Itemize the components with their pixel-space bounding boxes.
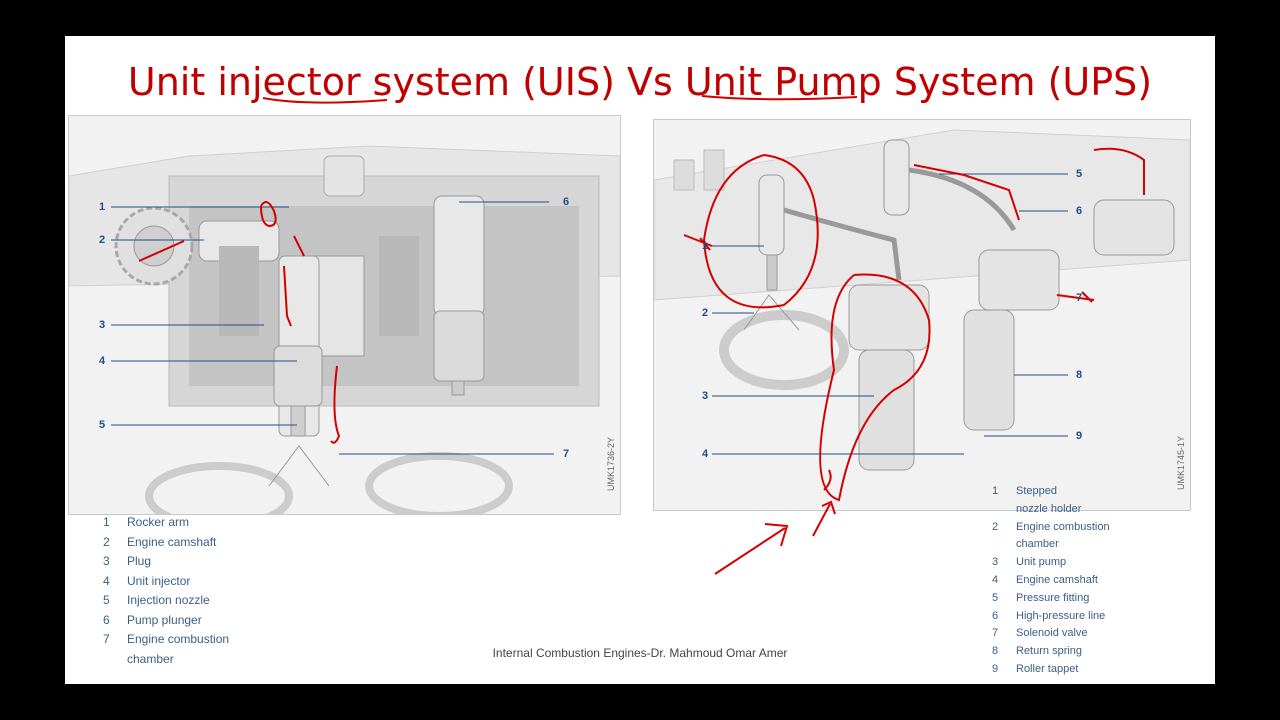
legend-text: Injection nozzle bbox=[127, 593, 210, 607]
ups-figure: 1 2 3 4 5 6 7 8 9 UMK1745-1Y bbox=[653, 119, 1191, 511]
uis-callout-5: 5 bbox=[99, 419, 106, 431]
legend-text: chamber bbox=[127, 651, 174, 666]
legend-text: Unit injector bbox=[127, 573, 191, 588]
legend-item: 1 Stepped bbox=[992, 483, 1202, 501]
legend-text: Return spring bbox=[1016, 645, 1083, 658]
legend-number: 3 bbox=[992, 556, 999, 569]
legend-text: nozzle holder bbox=[1016, 502, 1082, 515]
uis-callout-2: 2 bbox=[99, 234, 106, 246]
legend-text: Stepped bbox=[1016, 485, 1057, 497]
legend-number: 4 bbox=[992, 573, 999, 586]
legend-item: 4 Unit injector bbox=[103, 572, 303, 592]
legend-text: Engine camshaft bbox=[127, 534, 217, 549]
ups-legend: 1 Stepped nozzle holder 2 Engine combustio… bbox=[992, 483, 1202, 679]
ups-callout-8: 8 bbox=[1076, 369, 1083, 381]
legend-number: 3 bbox=[103, 554, 110, 568]
legend-text: Rocker arm bbox=[127, 515, 190, 529]
legend-item: 7 Solenoid valve bbox=[992, 625, 1202, 643]
legend-item: 2 Engine camshaft bbox=[103, 533, 303, 553]
legend-text: High-pressure line bbox=[1016, 609, 1106, 622]
legend-item: 6 High-pressure line bbox=[992, 608, 1202, 626]
legend-item: 6 Pump plunger bbox=[103, 611, 303, 631]
legend-number: 7 bbox=[103, 632, 110, 646]
ups-figure-code: UMK1745-1Y bbox=[1176, 435, 1186, 490]
uis-callout-3: 3 bbox=[99, 319, 106, 331]
slide: Unit injector system (UIS) Vs Unit Pump … bbox=[65, 36, 1215, 684]
ups-callout-9: 9 bbox=[1076, 430, 1083, 442]
legend-number: 2 bbox=[103, 534, 110, 549]
legend-text: Engine combustion bbox=[1016, 520, 1110, 533]
uis-callout-6: 6 bbox=[563, 196, 570, 208]
legend-item: 4 Engine camshaft bbox=[992, 572, 1202, 590]
slide-footer: Internal Combustion Engines-Dr. Mahmoud … bbox=[492, 646, 788, 660]
legend-item: 8 Return spring bbox=[992, 643, 1202, 661]
ups-callout-5: 5 bbox=[1076, 168, 1083, 180]
ups-drawing bbox=[654, 120, 1190, 510]
legend-text: Pressure fitting bbox=[1016, 591, 1090, 604]
legend-item: nozzle holder bbox=[992, 501, 1202, 519]
uis-callout-1: 1 bbox=[99, 201, 106, 213]
legend-number: 1 bbox=[992, 485, 999, 497]
legend-number: 7 bbox=[992, 627, 999, 640]
uis-callout-4: 4 bbox=[99, 355, 106, 367]
legend-text: Engine camshaft bbox=[1016, 573, 1098, 586]
legend-number: 5 bbox=[992, 591, 999, 604]
legend-number: 6 bbox=[103, 612, 110, 627]
uis-figure: 1 2 3 4 5 6 7 UMK1736-2Y bbox=[68, 115, 621, 515]
ups-callout-2: 2 bbox=[702, 307, 709, 319]
uis-legend: 1 Rocker arm 2 Engine camshaft 3 Plug 4 Unit… bbox=[103, 513, 303, 669]
ups-callout-4: 4 bbox=[702, 448, 709, 460]
uis-callout-7: 7 bbox=[563, 448, 570, 460]
legend-number: 4 bbox=[103, 573, 110, 588]
legend-text: Plug bbox=[127, 554, 152, 568]
legend-number: 8 bbox=[992, 645, 999, 658]
slide-title: Unit injector system (UIS) Vs Unit Pump … bbox=[127, 60, 1153, 104]
legend-number: 1 bbox=[103, 515, 110, 529]
legend-text: Solenoid valve bbox=[1016, 627, 1088, 640]
legend-item: 3 Unit pump bbox=[992, 554, 1202, 572]
uis-figure-code: UMK1736-2Y bbox=[606, 436, 616, 491]
legend-item: 9 Roller tappet bbox=[992, 661, 1202, 679]
legend-text: Engine combustion bbox=[127, 632, 230, 646]
ups-callout-6: 6 bbox=[1076, 205, 1083, 217]
ups-callout-1: 1 bbox=[702, 240, 709, 252]
legend-number: 2 bbox=[992, 520, 999, 533]
legend-item: 5 Injection nozzle bbox=[103, 591, 303, 611]
ups-callout-3: 3 bbox=[702, 390, 709, 402]
legend-item: 2 Engine combustion bbox=[992, 519, 1202, 537]
legend-number: 9 bbox=[992, 662, 999, 675]
legend-item: chamber bbox=[103, 650, 303, 670]
legend-text: Pump plunger bbox=[127, 612, 202, 627]
legend-item: 3 Plug bbox=[103, 552, 303, 572]
legend-text: Unit pump bbox=[1016, 556, 1067, 569]
legend-item: chamber bbox=[992, 536, 1202, 554]
legend-item: 1 Rocker arm bbox=[103, 513, 303, 533]
legend-text: Roller tappet bbox=[1016, 662, 1079, 675]
legend-item: 5 Pressure fitting bbox=[992, 590, 1202, 608]
legend-text: chamber bbox=[1016, 538, 1059, 551]
legend-number: 5 bbox=[103, 593, 110, 607]
ups-callout-7: 7 bbox=[1076, 292, 1083, 304]
uis-drawing bbox=[69, 116, 620, 514]
legend-number: 6 bbox=[992, 609, 999, 622]
legend-item: 7 Engine combustion bbox=[103, 630, 303, 650]
